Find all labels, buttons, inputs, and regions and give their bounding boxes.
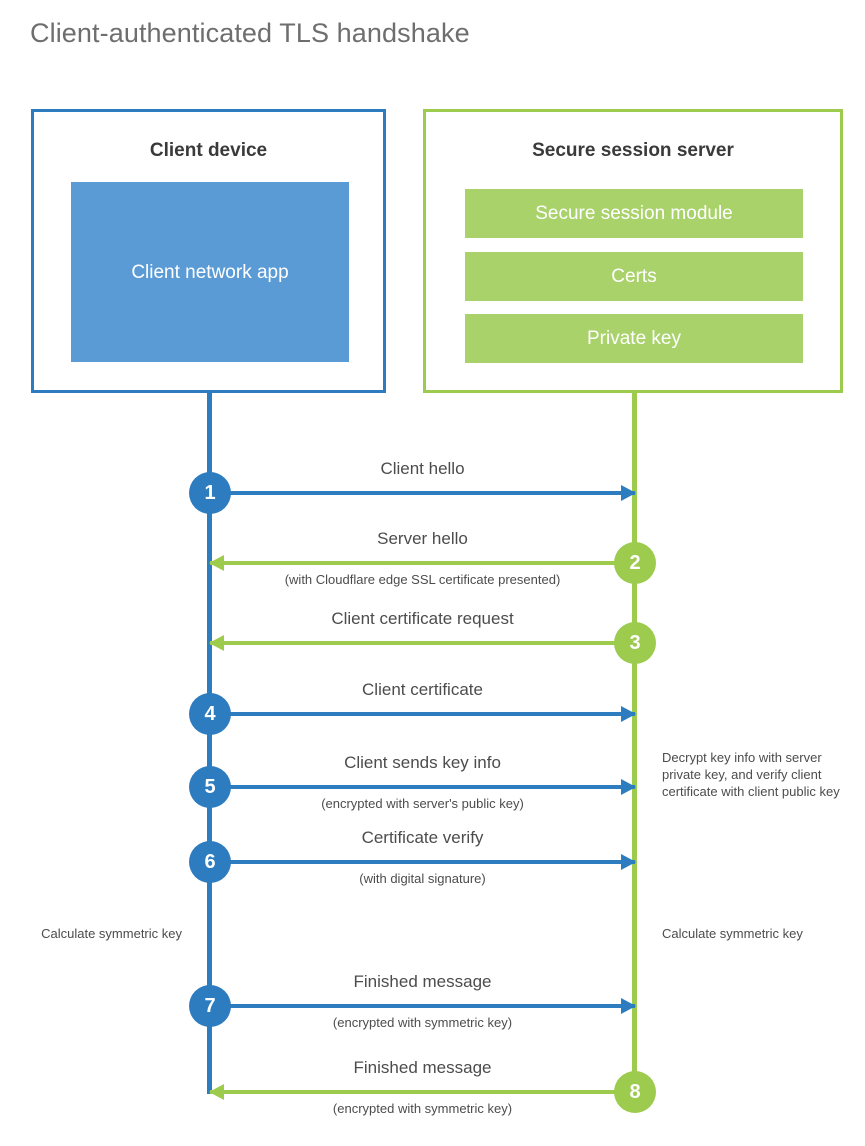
- page-title: Client-authenticated TLS handshake: [30, 18, 470, 48]
- message-arrowhead-icon: [209, 635, 224, 651]
- note-calculate-symmetric-key-server: Calculate symmetric key: [662, 926, 803, 941]
- step-number-badge: 4: [189, 693, 231, 735]
- step-number-badge: 5: [189, 766, 231, 808]
- message-arrowhead-icon: [621, 854, 636, 870]
- message-label: Client hello: [380, 459, 465, 478]
- message-sublabel: (encrypted with symmetric key): [332, 1101, 513, 1116]
- message-label: Finished message: [353, 972, 492, 991]
- step-number-badge: 7: [189, 985, 231, 1027]
- note-decrypt-and-verify: Decrypt key info with server private key…: [662, 750, 840, 799]
- message-label: Certificate verify: [361, 828, 484, 847]
- message-sublabel: (with digital signature): [359, 871, 486, 886]
- message-arrow-line: [210, 785, 635, 789]
- message-label: Client sends key info: [344, 753, 501, 772]
- message-sublabel: (encrypted with server's public key): [321, 796, 524, 811]
- message-arrow-line: [210, 712, 635, 716]
- message-arrowhead-icon: [621, 706, 636, 722]
- step-number-badge: 1: [189, 472, 231, 514]
- message-arrowhead-icon: [209, 1084, 224, 1100]
- step-number-badge: 6: [189, 841, 231, 883]
- step-number-badge: 3: [614, 622, 656, 664]
- message-arrow-line: [210, 1004, 635, 1008]
- message-arrow-line: [210, 491, 635, 495]
- message-arrow-line: [210, 561, 635, 565]
- client-network-app-label: Client network app: [131, 261, 289, 283]
- step-number-badge: 8: [614, 1071, 656, 1113]
- client-device-title: Client device: [149, 140, 268, 161]
- message-sublabel: (with Cloudflare edge SSL certificate pr…: [284, 572, 561, 587]
- step-number-badge: 2: [614, 542, 656, 584]
- message-label: Client certificate: [362, 680, 483, 699]
- message-arrow-line: [210, 1090, 635, 1094]
- secure-session-server-title: Secure session server: [532, 140, 734, 161]
- client-network-app-block: Client network app: [71, 182, 349, 362]
- message-sublabel: (encrypted with symmetric key): [332, 1015, 513, 1030]
- server-lifeline: [632, 392, 637, 1094]
- message-label: Server hello: [377, 529, 468, 548]
- message-label: Client certificate request: [331, 609, 514, 628]
- message-arrowhead-icon: [621, 485, 636, 501]
- client-device-box: Client device Client network app: [31, 109, 386, 393]
- message-arrowhead-icon: [621, 998, 636, 1014]
- message-arrowhead-icon: [621, 779, 636, 795]
- client-lifeline: [207, 392, 212, 1094]
- message-arrow-line: [210, 860, 635, 864]
- message-label: Finished message: [353, 1058, 492, 1077]
- secure-session-server-box: Secure session server Secure session mod…: [423, 109, 843, 393]
- server-module-secure-session-module: Secure session module: [465, 189, 803, 238]
- message-arrowhead-icon: [209, 555, 224, 571]
- server-module-certs: Certs: [465, 252, 803, 301]
- message-arrow-line: [210, 641, 635, 645]
- note-calculate-symmetric-key-client: Calculate symmetric key: [41, 926, 182, 941]
- server-module-private-key: Private key: [465, 314, 803, 363]
